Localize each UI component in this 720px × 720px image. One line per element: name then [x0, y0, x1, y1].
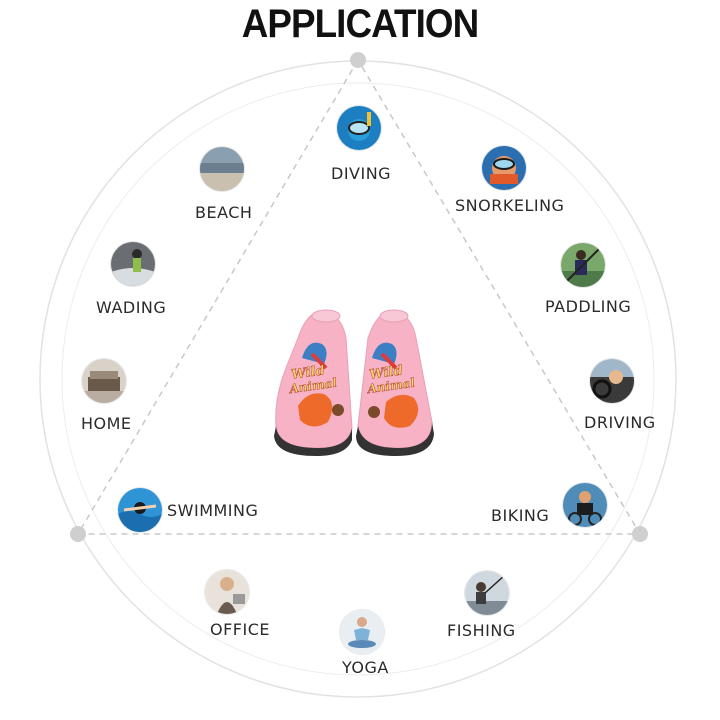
print-line1-right: Wild	[369, 363, 404, 382]
left-shoe	[274, 309, 353, 456]
activity-label: PADDLING	[545, 297, 632, 316]
activity-label: OFFICE	[210, 620, 270, 639]
activity-label: SNORKELING	[455, 196, 565, 215]
fishing-icon	[465, 571, 509, 615]
right-shoe	[356, 309, 434, 456]
home-icon	[82, 359, 126, 403]
triangle-node-top	[350, 52, 366, 68]
yoga-icon	[340, 610, 384, 654]
triangle-node-left	[70, 526, 86, 542]
activity-label: DRIVING	[584, 413, 656, 432]
triangle-node-right	[632, 526, 648, 542]
biking-icon	[563, 483, 607, 527]
page-title: APPLICATION	[241, 2, 480, 46]
activity-label: HOME	[81, 414, 132, 433]
driving-icon	[590, 359, 634, 403]
paddling-icon	[561, 243, 605, 287]
diving-icon	[337, 106, 381, 150]
activity-label: FISHING	[447, 621, 516, 640]
dashed-triangle	[76, 58, 642, 535]
beach-icon	[200, 147, 244, 191]
office-icon	[205, 570, 249, 614]
activity-label: SWIMMING	[167, 501, 259, 520]
activity-label: WADING	[96, 298, 167, 317]
activity-label: BIKING	[491, 506, 550, 525]
wading-icon	[111, 242, 155, 286]
activity-label: BEACH	[195, 203, 253, 222]
product-image: Wild Animal Wild Animal	[268, 298, 440, 462]
print-line1-left: Wild	[291, 363, 326, 382]
print-line2-right: Animal	[366, 376, 417, 397]
activity-label: YOGA	[342, 658, 389, 677]
inner-ring	[61, 82, 655, 676]
swimming-icon	[118, 488, 162, 532]
activity-label: DIVING	[331, 164, 392, 183]
snorkeling-icon	[482, 146, 526, 190]
